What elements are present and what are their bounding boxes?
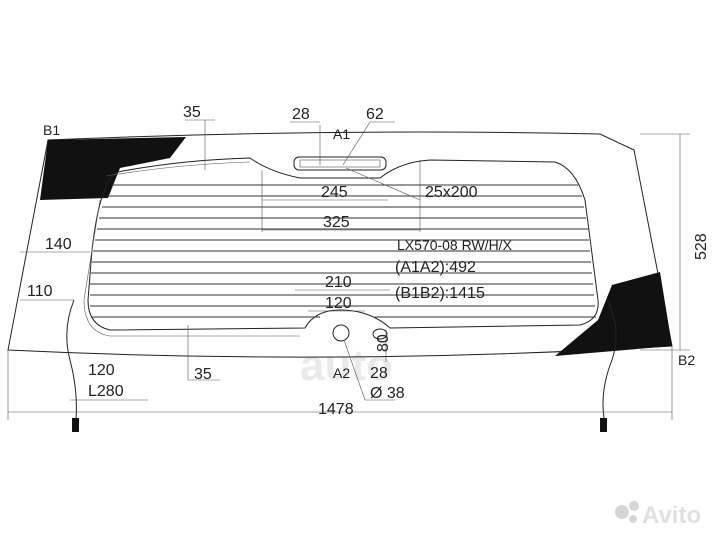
- dim-110: 110: [27, 283, 53, 300]
- dim-80: 80: [375, 334, 392, 352]
- wire-right: [602, 299, 617, 419]
- model-label: LX570-08 RW/H/X: [397, 237, 513, 253]
- ceramic-bottom-right: [555, 272, 672, 356]
- dim-62: 62: [366, 106, 384, 123]
- dim-140: 140: [45, 236, 72, 253]
- point-a2: A2: [333, 365, 350, 381]
- dim-245: 245: [321, 184, 348, 201]
- watermark-logo: auto: [300, 341, 393, 390]
- wiper-hole: [332, 324, 350, 342]
- dim-35-top: 35: [183, 104, 201, 121]
- dim-120-mid: 120: [325, 295, 352, 312]
- dim-l280: L280: [88, 383, 124, 400]
- dim-25x200: 25x200: [425, 184, 478, 201]
- dim-528: 528: [693, 233, 710, 260]
- connector-left: [72, 418, 79, 432]
- dim-325: 325: [323, 214, 350, 231]
- point-b1: B1: [43, 122, 60, 138]
- ceramic-top-left: [40, 137, 186, 200]
- heated-area-outline: [87, 157, 599, 331]
- brake-light-slot: [293, 156, 387, 171]
- dim-120-left: 120: [88, 362, 115, 379]
- dim-38: Ø 38: [370, 385, 405, 402]
- dim-28-bottom: 28: [370, 365, 388, 382]
- wire-left: [66, 299, 77, 421]
- heating-lines: [90, 184, 596, 318]
- dim-28-top: 28: [292, 106, 310, 123]
- hole-small: [372, 328, 388, 340]
- avito-logo: Avito: [615, 501, 701, 529]
- brake-light-inner: [299, 159, 381, 168]
- dim-1478: 1478: [318, 401, 354, 418]
- dim-35-bottom: 35: [194, 366, 212, 383]
- b1b2-value: (B1B2):1415: [395, 285, 485, 302]
- connector-right: [600, 418, 607, 432]
- dim-210: 210: [325, 274, 352, 291]
- point-b2: B2: [678, 352, 695, 368]
- svg-text:Avito: Avito: [642, 502, 701, 529]
- point-a1: A1: [333, 126, 350, 142]
- dimension-lines: [7, 119, 690, 420]
- a1a2-value: (A1A2):492: [395, 259, 476, 276]
- heated-area-outline-inner: [83, 161, 300, 337]
